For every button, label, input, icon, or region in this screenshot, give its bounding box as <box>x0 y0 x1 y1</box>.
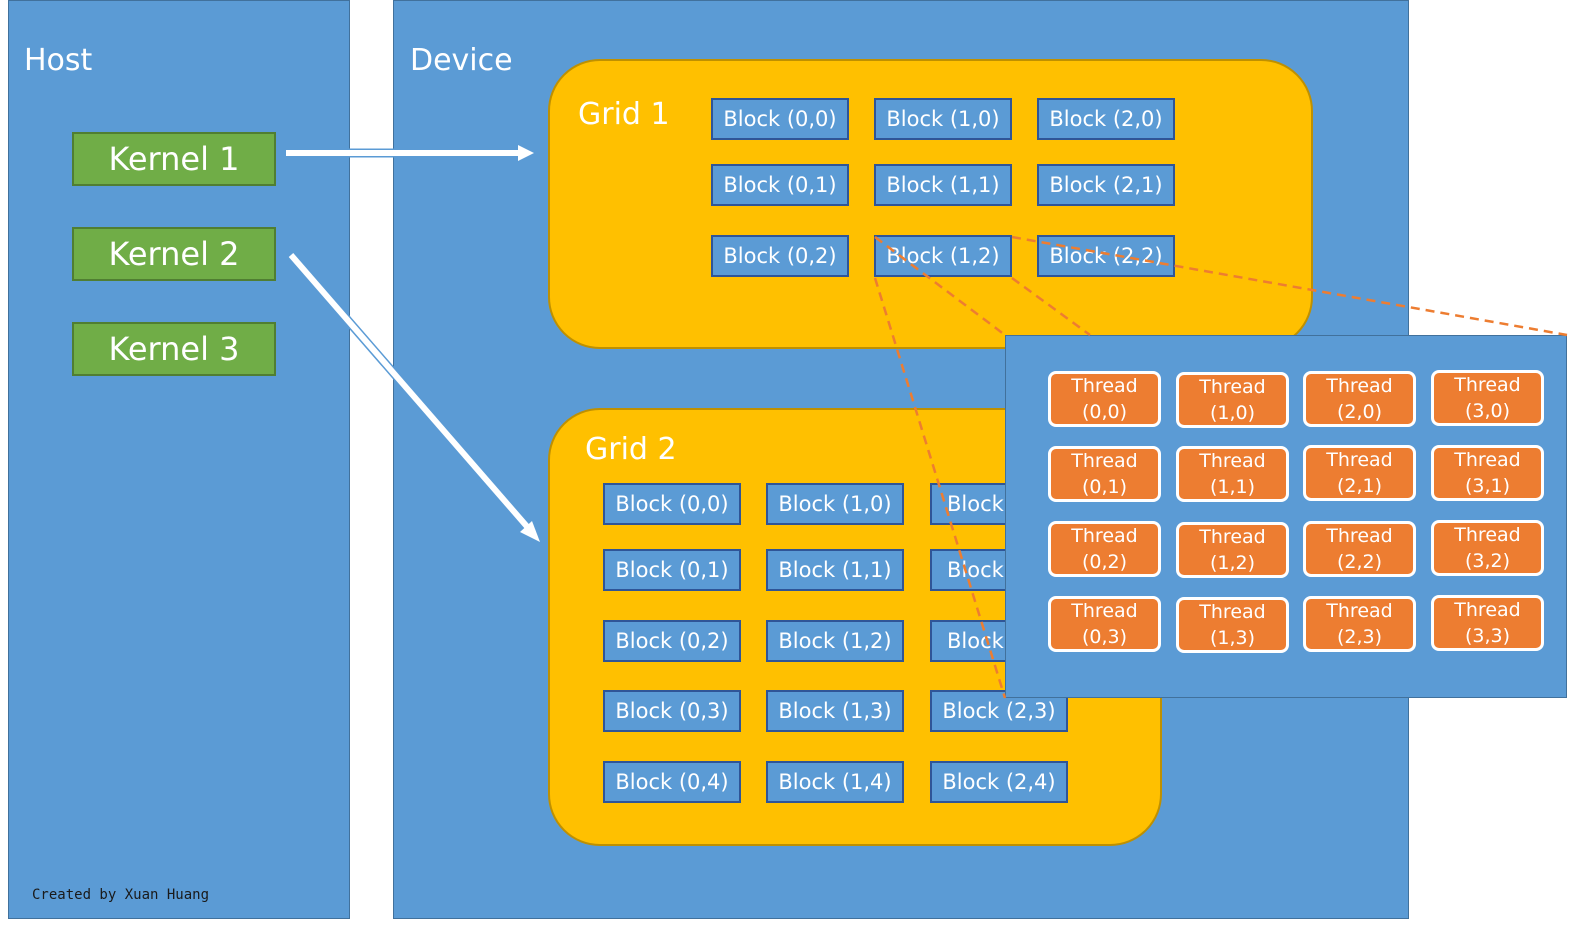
thread-label: Thread <box>1071 375 1138 397</box>
grid-1-block: Block (2,1) <box>1037 164 1175 206</box>
thread-label: Thread <box>1326 375 1393 397</box>
thread-index: (1,2) <box>1209 552 1256 574</box>
host-title: Host <box>24 43 93 78</box>
thread-cell: Thread (3,1) <box>1431 445 1544 501</box>
grid-2-block: Block (1,2) <box>766 620 904 662</box>
thread-label: Thread <box>1454 449 1521 471</box>
thread-label: Thread <box>1454 524 1521 546</box>
thread-index: (3,2) <box>1464 550 1511 572</box>
thread-cell: Thread (0,0) <box>1048 371 1161 427</box>
thread-index: (2,3) <box>1336 626 1383 648</box>
thread-cell: Thread (3,0) <box>1431 370 1544 426</box>
thread-cell: Thread (3,3) <box>1431 595 1544 651</box>
thread-label: Thread <box>1326 600 1393 622</box>
thread-label: Thread <box>1199 450 1266 472</box>
thread-index: (0,1) <box>1081 476 1128 498</box>
thread-index: (3,1) <box>1464 475 1511 497</box>
thread-index: (1,0) <box>1209 402 1256 424</box>
thread-cell: Thread (1,2) <box>1176 522 1289 578</box>
grid-2-block: Block (0,4) <box>603 761 741 803</box>
thread-index: (0,2) <box>1081 551 1128 573</box>
grid-2-block: Block (0,0) <box>603 483 741 525</box>
thread-label: Thread <box>1071 450 1138 472</box>
grid-2-block: Block (0,2) <box>603 620 741 662</box>
kernel-2-box: Kernel 2 <box>72 227 276 281</box>
thread-label: Thread <box>1326 449 1393 471</box>
thread-index: (0,0) <box>1081 401 1128 423</box>
grid-1-block: Block (0,2) <box>711 235 849 277</box>
thread-cell: Thread (2,0) <box>1303 371 1416 427</box>
grid-1-block: Block (2,0) <box>1037 98 1175 140</box>
thread-label: Thread <box>1199 601 1266 623</box>
grid-2-block: Block (1,4) <box>766 761 904 803</box>
grid-1-title: Grid 1 <box>578 97 670 132</box>
thread-label: Thread <box>1199 526 1266 548</box>
thread-label: Thread <box>1071 600 1138 622</box>
grid-2-block: Block (1,0) <box>766 483 904 525</box>
kernel-3-box: Kernel 3 <box>72 322 276 376</box>
thread-cell: Thread (2,2) <box>1303 521 1416 577</box>
thread-cell: Thread (2,3) <box>1303 596 1416 652</box>
thread-index: (3,0) <box>1464 400 1511 422</box>
thread-index: (2,1) <box>1336 475 1383 497</box>
thread-index: (1,3) <box>1209 627 1256 649</box>
credit-text: Created by Xuan Huang <box>32 887 210 903</box>
thread-cell: Thread (0,1) <box>1048 446 1161 502</box>
thread-cell: Thread (0,2) <box>1048 521 1161 577</box>
thread-label: Thread <box>1199 376 1266 398</box>
thread-index: (1,1) <box>1209 476 1256 498</box>
grid-2-block: Block (0,3) <box>603 690 741 732</box>
thread-index: (2,0) <box>1336 401 1383 423</box>
grid-1-block: Block (0,0) <box>711 98 849 140</box>
thread-index: (0,3) <box>1081 626 1128 648</box>
grid-2-block: Block (1,3) <box>766 690 904 732</box>
thread-index: (2,2) <box>1336 551 1383 573</box>
grid-2-block: Block (1,1) <box>766 549 904 591</box>
thread-label: Thread <box>1454 599 1521 621</box>
thread-cell: Thread (1,0) <box>1176 372 1289 428</box>
grid-2-block: Block (0,1) <box>603 549 741 591</box>
device-title: Device <box>410 43 513 78</box>
grid-1-block: Block (2,2) <box>1037 235 1175 277</box>
kernel-1-box: Kernel 1 <box>72 132 276 186</box>
thread-label: Thread <box>1071 525 1138 547</box>
grid-1-block-highlighted: Block (1,2) <box>874 235 1012 277</box>
thread-cell: Thread (3,2) <box>1431 520 1544 576</box>
thread-cell: Thread (1,1) <box>1176 446 1289 502</box>
grid-1-block: Block (1,0) <box>874 98 1012 140</box>
thread-cell: Thread (2,1) <box>1303 445 1416 501</box>
thread-cell: Thread (0,3) <box>1048 596 1161 652</box>
thread-label: Thread <box>1454 374 1521 396</box>
grid-2-block: Block (2,4) <box>930 761 1068 803</box>
grid-1-block: Block (1,1) <box>874 164 1012 206</box>
thread-cell: Thread (1,3) <box>1176 597 1289 653</box>
grid-1-block: Block (0,1) <box>711 164 849 206</box>
thread-label: Thread <box>1326 525 1393 547</box>
grid-2-title: Grid 2 <box>585 432 677 467</box>
thread-index: (3,3) <box>1464 625 1511 647</box>
